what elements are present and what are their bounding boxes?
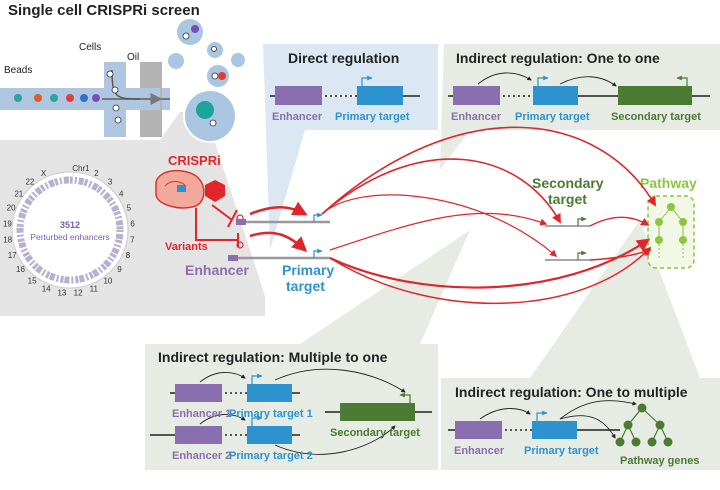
chromosome-label: 2 [94, 169, 99, 178]
chromosome-label: 4 [119, 189, 124, 198]
secondary-track-lower [545, 250, 590, 261]
arrow-enh-to-primary-2 [249, 231, 308, 253]
one-to-one-panel-bg [440, 44, 720, 170]
multiple-to-one-enhancer2: Enhancer 2 [172, 450, 231, 462]
multiple-to-one-secondary [274, 368, 432, 455]
chromosome-label: 22 [25, 177, 34, 186]
variants-label: Variants [165, 241, 208, 253]
perturbed-count: 3512 [60, 220, 80, 230]
one-to-multiple-pathway-genes: Pathway genes [620, 455, 699, 467]
oil-label: Oil [127, 52, 139, 63]
multiple-to-one-track-1 [170, 372, 300, 402]
chromosome-ring [11, 171, 129, 289]
chromosome-label: 12 [74, 289, 83, 298]
one-to-multiple-primary: Primary target [524, 445, 599, 457]
genome-track-upper [236, 212, 330, 225]
chromosome-label: 11 [90, 284, 99, 293]
chromosome-label: 20 [7, 204, 16, 213]
multiple-to-one-wedge [300, 230, 470, 344]
droplets [168, 19, 245, 143]
direct-primary: Primary target [335, 111, 410, 123]
secondary-label-2: target [548, 191, 587, 207]
multiple-to-one-secondary-label: Secondary target [330, 427, 420, 439]
dcas9-icon [155, 169, 225, 209]
chromosome-label: 7 [130, 236, 135, 245]
figure-title: Single cell CRISPRi screen [8, 2, 200, 19]
perturbed-caption: Perturbed enhancers [30, 232, 109, 242]
direct-title: Direct regulation [288, 50, 399, 66]
one-to-one-secondary: Secondary target [611, 111, 701, 123]
chromosome-label: 6 [130, 219, 135, 228]
chromosome-label: 15 [28, 276, 37, 285]
regulation-arrows [321, 126, 656, 304]
one-to-multiple-enhancer: Enhancer [454, 445, 505, 457]
secondary-track-upper [545, 216, 590, 227]
direct-track [270, 75, 420, 105]
pathway-genes-tree [615, 403, 673, 447]
enhancer-label: Enhancer [185, 262, 249, 278]
multiple-to-one-track-2 [150, 414, 300, 444]
chromosome-label: 13 [57, 289, 66, 298]
zoom-wedge [160, 112, 265, 296]
chromosome-label: 9 [117, 265, 122, 274]
chromosome-label: 17 [8, 251, 17, 260]
arrow-enh-to-primary-1 [249, 201, 308, 216]
chromosome-label: Chr1 [72, 164, 90, 173]
multiple-to-one-primary1: Primary target 1 [229, 408, 313, 420]
one-to-one-enhancer: Enhancer [451, 111, 502, 123]
genome-track-lower [228, 248, 330, 261]
chromosome-label: 3 [108, 177, 113, 186]
direct-enhancer: Enhancer [272, 111, 323, 123]
one-to-one-title: Indirect regulation: One to one [456, 50, 660, 66]
crispri-repression [195, 208, 238, 241]
one-to-multiple-track [448, 400, 637, 439]
chromosome-label: 18 [3, 236, 12, 245]
multiple-to-one-enhancer1: Enhancer 1 [172, 408, 231, 420]
chromosome-label: X [41, 169, 47, 178]
one-to-multiple-title: Indirect regulation: One to multiple [455, 384, 688, 400]
chromosome-label: 21 [14, 189, 23, 198]
one-to-one-track [448, 72, 710, 105]
multiple-to-one-title: Indirect regulation: Multiple to one [158, 349, 388, 365]
cells-label: Cells [79, 42, 101, 53]
microfluidics-device [0, 62, 170, 137]
primary-label-1: Primary [282, 262, 334, 278]
chromosome-label: 5 [127, 204, 132, 213]
crispri-repression-top [211, 204, 233, 221]
beads-label: Beads [4, 65, 32, 76]
one-to-one-primary: Primary target [515, 111, 590, 123]
multiple-to-one-primary2: Primary target 2 [229, 450, 313, 462]
secondary-label-1: Secondary [532, 175, 604, 191]
chromosome-label: 8 [126, 251, 131, 260]
primary-label-2: target [286, 278, 325, 294]
direct-panel-bg [263, 44, 438, 250]
one-to-multiple-wedge [530, 220, 700, 378]
chromosome-label: 16 [16, 265, 25, 274]
pathway-box [647, 195, 695, 269]
one-to-multiple-panel-bg [441, 378, 720, 470]
chromosome-label: 10 [103, 276, 112, 285]
pathway-label: Pathway [640, 175, 697, 191]
chromosome-label: 19 [3, 219, 12, 228]
crispri-label: CRISPRi [168, 153, 221, 168]
chromosome-label: 14 [42, 284, 51, 293]
